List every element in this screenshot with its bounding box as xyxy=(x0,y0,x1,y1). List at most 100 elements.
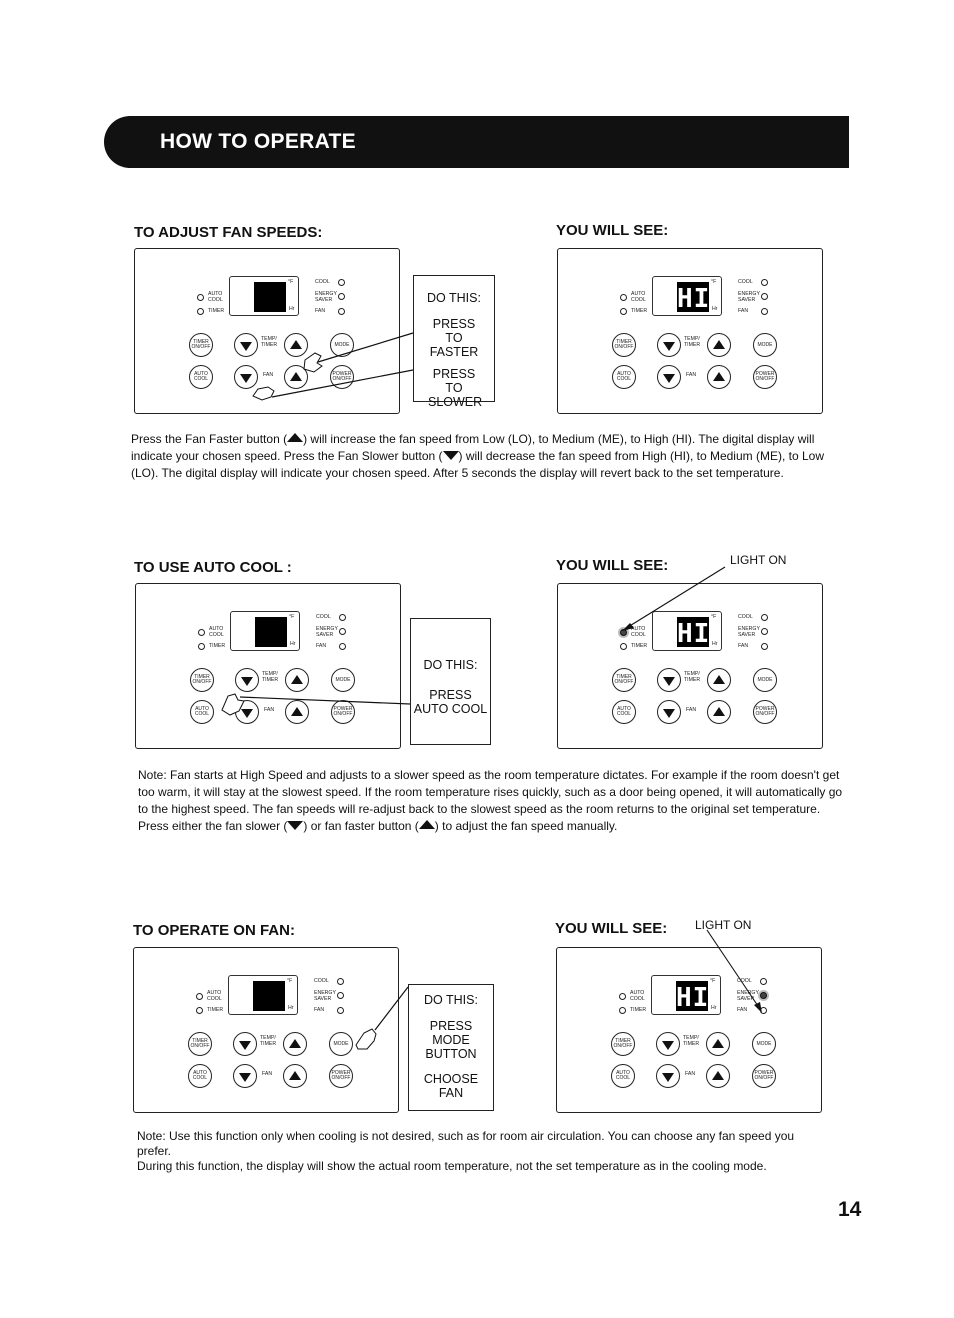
fan-faster-button[interactable] xyxy=(707,365,731,389)
lcd-display: HI °F Hr xyxy=(651,975,721,1015)
auto-cool-button[interactable]: AUTO COOL xyxy=(612,700,636,724)
timer-indicator-led xyxy=(619,1007,626,1014)
fan-indicator-label: FAN xyxy=(738,308,749,314)
fahrenheit-label: °F xyxy=(711,279,717,285)
fan-indicator-label: FAN xyxy=(738,643,749,649)
arrow-down-icon xyxy=(662,1073,674,1082)
energy-saver-indicator-label: ENERGY SAVER xyxy=(737,990,759,1002)
fan-speed-label: FAN xyxy=(264,707,275,713)
hour-label: Hr xyxy=(289,306,295,312)
timer-onoff-button[interactable]: TIMER ON/OFF xyxy=(612,668,636,692)
fahrenheit-label: °F xyxy=(289,614,295,620)
timer-onoff-button[interactable]: TIMER ON/OFF xyxy=(189,333,213,357)
lcd-digits: HI xyxy=(677,617,711,649)
cool-indicator-led xyxy=(337,978,344,985)
mode-button[interactable]: MODE xyxy=(753,333,777,357)
arrow-down-icon xyxy=(241,677,253,686)
temp-timer-down-button[interactable] xyxy=(656,1032,680,1056)
auto-cool-button[interactable]: AUTO COOL xyxy=(612,365,636,389)
fan-faster-button[interactable] xyxy=(285,700,309,724)
arrowhead-icon xyxy=(622,623,634,631)
timer-onoff-button[interactable]: TIMER ON/OFF xyxy=(611,1032,635,1056)
power-onoff-button[interactable]: POWER ON/OFF xyxy=(753,365,777,389)
auto-cool-indicator-label: AUTO COOL xyxy=(207,990,222,1002)
fan-slower-down-icon xyxy=(287,821,304,830)
fan-speed-label: FAN xyxy=(686,372,697,378)
energy-saver-indicator-led xyxy=(338,293,345,300)
fan-indicator-led xyxy=(761,308,768,315)
lcd-digits xyxy=(255,617,287,647)
lcd-display: HI °F Hr xyxy=(652,276,722,316)
fan-slower-button[interactable] xyxy=(657,365,681,389)
temp-timer-down-button[interactable] xyxy=(234,333,258,357)
temp-timer-up-button[interactable] xyxy=(707,668,731,692)
auto-cool-button[interactable]: AUTO COOL xyxy=(189,365,213,389)
timer-onoff-button[interactable]: TIMER ON/OFF xyxy=(612,333,636,357)
hour-label: Hr xyxy=(712,306,718,312)
energy-saver-indicator-label: ENERGY SAVER xyxy=(315,291,337,303)
hand-pointer-icon xyxy=(355,1028,377,1050)
mode-button[interactable]: MODE xyxy=(329,1032,353,1056)
fan-slower-button[interactable] xyxy=(233,1064,257,1088)
arrow-down-icon xyxy=(241,709,253,718)
cool-indicator-label: COOL xyxy=(737,978,752,984)
fahrenheit-label: °F xyxy=(287,978,293,984)
lcd-digits: HI xyxy=(676,981,710,1013)
fan-slower-down-icon xyxy=(442,451,459,460)
fan-faster-up-icon xyxy=(418,820,435,829)
energy-saver-indicator-led xyxy=(339,628,346,635)
light-on-label-auto-cool: LIGHT ON xyxy=(730,553,787,567)
mode-button[interactable]: MODE xyxy=(752,1032,776,1056)
do-this-box-fan-mode: DO THIS: PRESS MODE BUTTON CHOOSE FAN xyxy=(408,984,494,1111)
power-onoff-button[interactable]: POWER ON/OFF xyxy=(329,1064,353,1088)
do-this-label: DO THIS: xyxy=(423,658,478,672)
energy-saver-indicator-led xyxy=(337,992,344,999)
hour-label: Hr xyxy=(712,641,718,647)
power-onoff-button[interactable]: POWER ON/OFF xyxy=(752,1064,776,1088)
arrowhead-icon xyxy=(754,1002,762,1013)
timer-indicator-label: TIMER xyxy=(631,643,648,649)
control-panel-illustration: AUTO COOL TIMER HI °F Hr COOL ENERGY SAV… xyxy=(556,947,822,1113)
fan-faster-button[interactable] xyxy=(707,700,731,724)
mode-button[interactable]: MODE xyxy=(331,668,355,692)
timer-onoff-button[interactable]: TIMER ON/OFF xyxy=(190,668,214,692)
temp-timer-up-button[interactable] xyxy=(284,333,308,357)
timer-indicator-label: TIMER xyxy=(207,1007,224,1013)
timer-onoff-button[interactable]: TIMER ON/OFF xyxy=(188,1032,212,1056)
auto-cool-button[interactable]: AUTO COOL xyxy=(188,1064,212,1088)
timer-indicator-led xyxy=(196,1007,203,1014)
arrow-up-icon xyxy=(712,1039,724,1048)
arrow-down-icon xyxy=(663,342,675,351)
temp-timer-down-button[interactable] xyxy=(657,668,681,692)
power-onoff-button[interactable]: POWER ON/OFF xyxy=(753,700,777,724)
temp-timer-up-button[interactable] xyxy=(707,333,731,357)
arrow-down-icon xyxy=(662,1041,674,1050)
light-on-label-fan-mode: LIGHT ON xyxy=(695,918,752,932)
fan-faster-button[interactable] xyxy=(706,1064,730,1088)
auto-cool-button[interactable]: AUTO COOL xyxy=(611,1064,635,1088)
temp-timer-down-button[interactable] xyxy=(235,668,259,692)
energy-saver-indicator-label: ENERGY SAVER xyxy=(738,626,760,638)
power-onoff-button[interactable]: POWER ON/OFF xyxy=(331,700,355,724)
auto-cool-button[interactable]: AUTO COOL xyxy=(190,700,214,724)
temp-timer-up-button[interactable] xyxy=(706,1032,730,1056)
temp-timer-down-button[interactable] xyxy=(233,1032,257,1056)
auto-cool-indicator-label: AUTO COOL xyxy=(631,291,646,303)
temp-timer-up-button[interactable] xyxy=(283,1032,307,1056)
arrow-down-icon xyxy=(663,709,675,718)
hand-pointer-icon xyxy=(303,352,323,373)
fan-faster-button[interactable] xyxy=(283,1064,307,1088)
fan-speed-label: FAN xyxy=(685,1071,696,1077)
press-faster-label: PRESS TO FASTER xyxy=(429,317,479,359)
temp-timer-down-button[interactable] xyxy=(657,333,681,357)
temp-timer-up-button[interactable] xyxy=(285,668,309,692)
timer-indicator-label: TIMER xyxy=(631,308,648,314)
fan-slower-button[interactable] xyxy=(234,365,258,389)
fan-slower-button[interactable] xyxy=(657,700,681,724)
arrow-up-icon xyxy=(290,340,302,349)
mode-button[interactable]: MODE xyxy=(753,668,777,692)
fan-slower-button[interactable] xyxy=(656,1064,680,1088)
timer-indicator-label: TIMER xyxy=(208,308,225,314)
do-this-label: DO THIS: xyxy=(427,291,481,305)
mode-button[interactable]: MODE xyxy=(330,333,354,357)
